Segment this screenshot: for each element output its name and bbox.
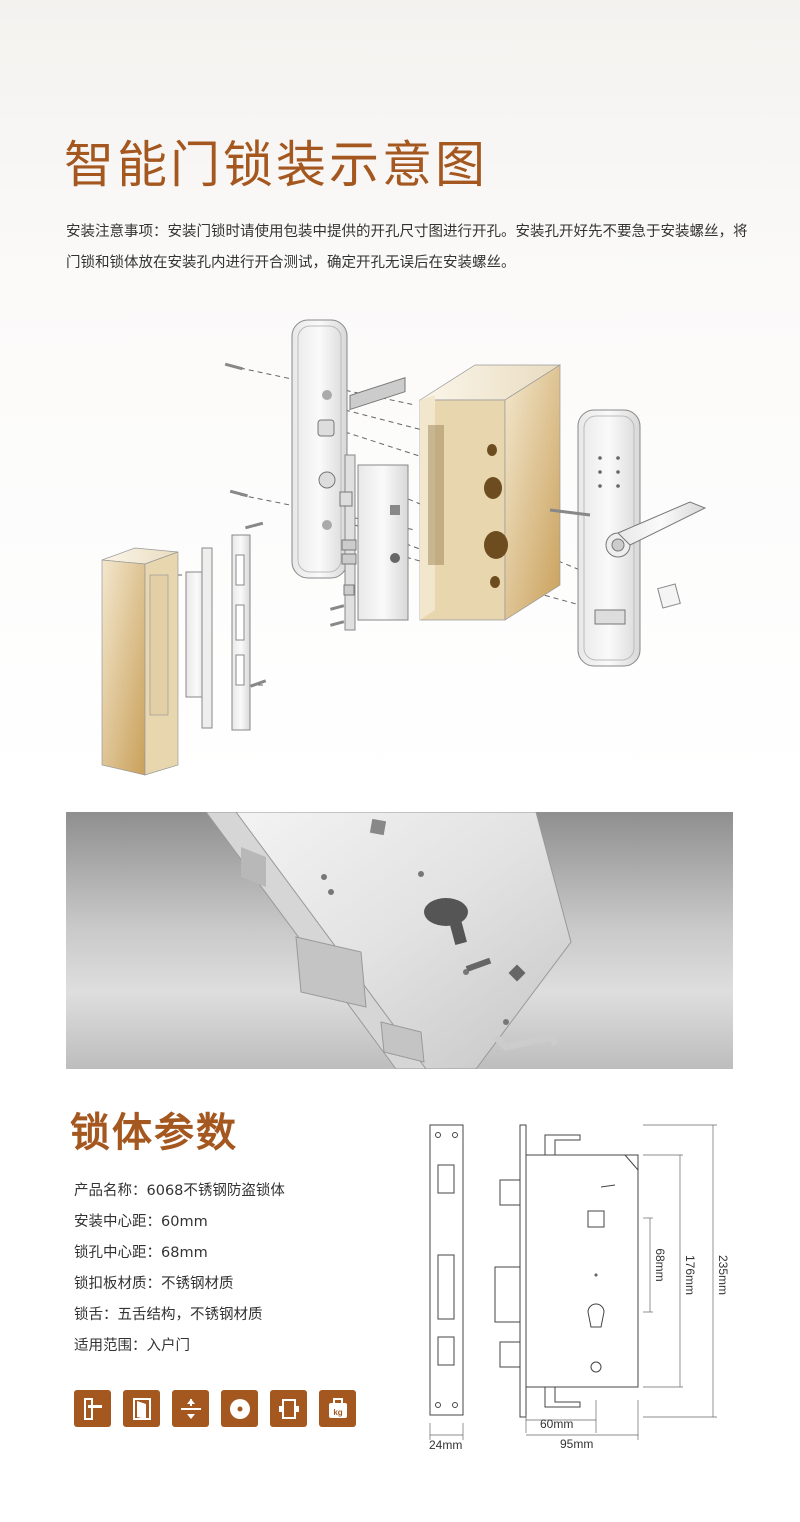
screws <box>224 362 345 688</box>
page-title: 智能门锁装示意图 <box>64 136 488 194</box>
lock-body-photo <box>66 812 733 1069</box>
params-title: 锁体参数 <box>70 1110 238 1156</box>
spec-item-bolts: 锁舌：五舌结构，不锈钢材质 <box>74 1307 263 1323</box>
weight-label: kg <box>333 1408 342 1417</box>
thickness-icon <box>172 1390 209 1427</box>
door-handle-icon <box>74 1390 111 1427</box>
total-height-label: 235mm <box>716 1255 730 1295</box>
spec-list: 产品名称：6068不锈钢防盗锁体 安装中心距：60mm 锁孔中心距：68mm 锁… <box>74 1176 285 1362</box>
spec-item-center-distance: 锁孔中心距：68mm <box>74 1245 208 1261</box>
exploded-installation-diagram <box>101 319 707 776</box>
strike-plate <box>231 534 251 731</box>
installation-notes: 安装注意事项：安装门锁时请使用包装中提供的开孔尺寸图进行开孔。安装孔开好先不要急… <box>66 224 748 271</box>
door-frame-block <box>101 547 179 776</box>
body-width-label: 95mm <box>560 1437 593 1451</box>
backset-label: 60mm <box>540 1417 573 1431</box>
smart-lock-panel <box>549 409 707 667</box>
spec-item-backset: 安装中心距：60mm <box>74 1214 208 1230</box>
spec-item-strike-material: 锁扣板材质：不锈钢材质 <box>74 1276 234 1292</box>
inner-height-label: 176mm <box>683 1255 697 1295</box>
spec-item-name: 产品名称：6068不锈钢防盗锁体 <box>74 1183 285 1199</box>
strike-box <box>185 547 213 729</box>
lock-cylinder-icon <box>221 1390 258 1427</box>
door-icon <box>123 1390 160 1427</box>
lock-body-render <box>205 812 572 1069</box>
mortise-icon <box>270 1390 307 1427</box>
spec-item-usage: 适用范围：入户门 <box>74 1338 190 1354</box>
center-distance-label: 68mm <box>653 1248 667 1281</box>
strike-width-label: 24mm <box>429 1438 462 1452</box>
strike-plate-drawing <box>429 1124 464 1416</box>
dimension-drawing: 24mm 60mm 95mm 68mm 176mm 235mm <box>429 1124 730 1452</box>
feature-icons: kg <box>74 1390 356 1427</box>
weight-icon: kg <box>319 1390 356 1427</box>
mortise-lock-body <box>339 454 409 631</box>
inner-panel <box>291 319 406 579</box>
door-slab <box>418 364 562 621</box>
